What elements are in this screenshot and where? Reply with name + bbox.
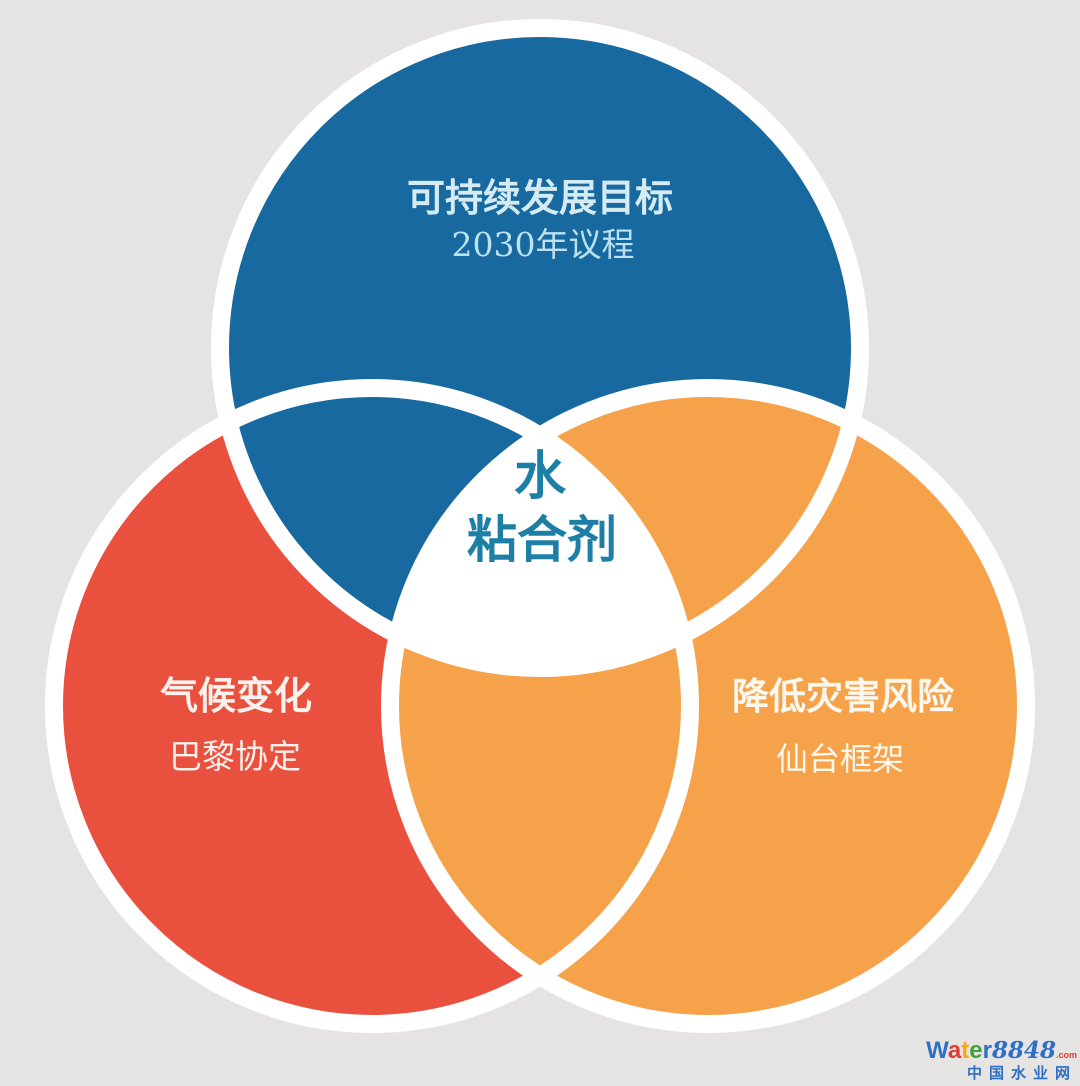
- circle-outlines: [45, 19, 1035, 1033]
- watermark-letter: r: [982, 1037, 992, 1064]
- sdg-subtitle: 2030年议程: [452, 225, 635, 264]
- center-label-line1: 水: [514, 446, 567, 507]
- watermark-word: Water: [926, 1039, 992, 1063]
- drr-title: 降低灾害风险: [732, 674, 955, 718]
- climate-subtitle: 巴黎协定: [169, 737, 301, 776]
- triple-intersection: [390, 388, 690, 668]
- sdg-title: 可持续发展目标: [407, 175, 673, 220]
- watermark-number: 8848: [991, 1037, 1056, 1064]
- drr-subtitle: 仙台框架: [776, 740, 904, 778]
- watermark-site-name: 中国水业网: [966, 1065, 1077, 1082]
- watermark-letter: W: [926, 1037, 948, 1064]
- watermark-tld: .com: [1055, 1050, 1077, 1060]
- watermark-line1: Water8848.com: [926, 1039, 1077, 1063]
- site-watermark: Water8848.com 中国水业网: [926, 1039, 1077, 1082]
- center-label-line2: 粘合剂: [467, 510, 617, 569]
- circle-outline-sdg: [211, 19, 869, 677]
- watermark-letter: a: [947, 1037, 962, 1064]
- climate-title: 气候变化: [160, 673, 312, 718]
- circle-outline-drr: [381, 379, 1035, 1033]
- circle-outline-climate: [45, 379, 699, 1033]
- watermark-letter: t: [961, 1037, 970, 1064]
- watermark-letter: e: [969, 1037, 983, 1064]
